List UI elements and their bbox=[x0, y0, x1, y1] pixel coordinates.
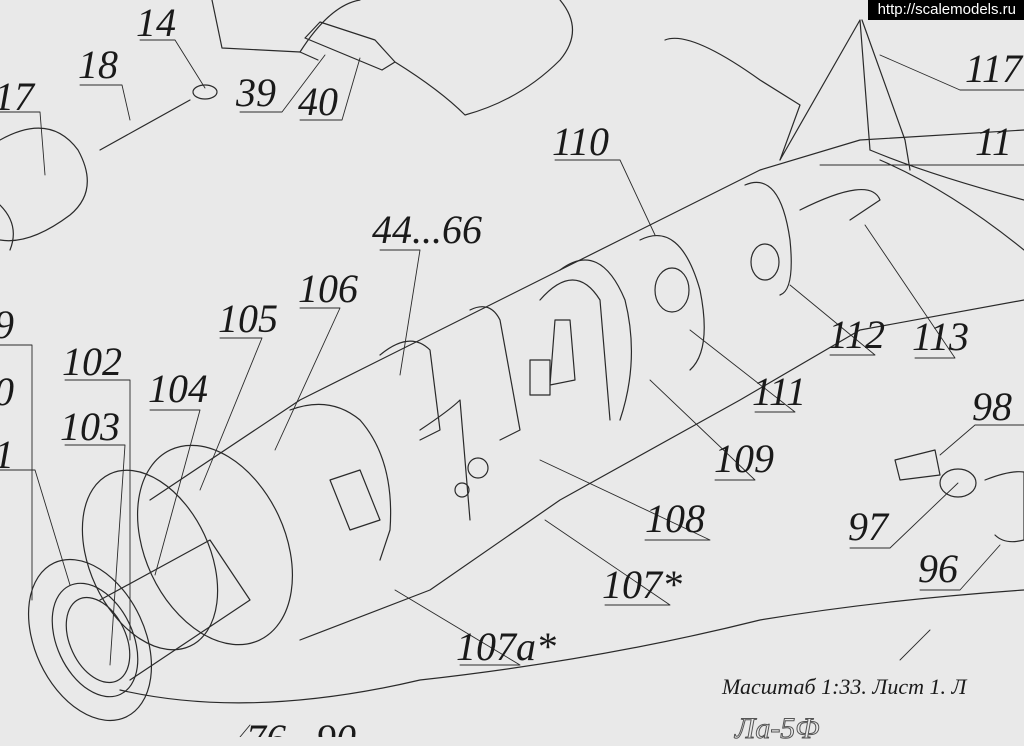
seat-outline bbox=[329, 469, 381, 531]
oxygen-bottle bbox=[529, 319, 576, 396]
part-98 bbox=[894, 449, 941, 481]
rod-18 bbox=[99, 99, 191, 151]
label-101: 1 bbox=[0, 432, 14, 477]
sheet-caption: Масштаб 1:33. Лист 1. Л bbox=[722, 674, 967, 699]
fuselage-belly bbox=[119, 589, 1024, 704]
fin-117-b bbox=[861, 19, 911, 171]
fan-ring-102 bbox=[81, 469, 219, 651]
label-112: 112 bbox=[828, 312, 885, 357]
label-105: 105 bbox=[218, 296, 278, 341]
frame-111 bbox=[744, 181, 792, 296]
ring-14 bbox=[192, 84, 218, 100]
label-110: 110 bbox=[552, 119, 609, 164]
cylinder-17 bbox=[0, 127, 88, 242]
control-wheel bbox=[467, 457, 489, 479]
leader-17 bbox=[0, 111, 46, 176]
frame-109 bbox=[559, 259, 633, 421]
fin-117 bbox=[779, 19, 871, 161]
cowl-inner-ring bbox=[51, 582, 139, 698]
leader-76-90 bbox=[239, 724, 251, 737]
label-98: 98 bbox=[972, 384, 1012, 429]
title-stamp: Ла-5Ф bbox=[734, 712, 820, 746]
leader-caption bbox=[899, 629, 931, 661]
fuselage-top bbox=[149, 129, 1024, 501]
leader-101 bbox=[0, 469, 71, 586]
leader-107a bbox=[394, 589, 521, 666]
label-40: 40 bbox=[298, 79, 338, 124]
label-107a: 107a* bbox=[456, 624, 556, 669]
frame-110 bbox=[639, 235, 705, 371]
part-39-outline bbox=[211, 0, 319, 61]
leader-98 bbox=[939, 424, 1024, 456]
label-111: 111 bbox=[752, 369, 806, 414]
leader-111 bbox=[689, 329, 796, 413]
label-103: 103 bbox=[60, 404, 120, 449]
leader-113 bbox=[864, 224, 956, 359]
label-18: 18 bbox=[78, 42, 118, 87]
frame-107 bbox=[419, 399, 471, 521]
leader-96 bbox=[919, 544, 1001, 591]
frame-108b bbox=[539, 279, 611, 421]
leader-40 bbox=[299, 57, 361, 121]
leader-107 bbox=[544, 519, 671, 606]
port-109 bbox=[654, 267, 690, 313]
part-96 bbox=[984, 471, 1024, 543]
leader-39 bbox=[239, 54, 326, 113]
frame-106 bbox=[289, 403, 392, 561]
leader-103 bbox=[64, 444, 126, 666]
leader-102 bbox=[64, 379, 131, 641]
cylinder-17-edge bbox=[0, 204, 14, 251]
leader-104 bbox=[149, 409, 201, 576]
leader-97 bbox=[849, 482, 959, 549]
label-99: 9 bbox=[0, 302, 14, 347]
control-wheel-2 bbox=[454, 482, 470, 498]
stabilizer-116 bbox=[869, 149, 1024, 251]
leader-112 bbox=[789, 284, 876, 356]
label-106: 106 bbox=[298, 266, 358, 311]
cowl-core bbox=[65, 596, 131, 684]
label-96: 96 bbox=[918, 546, 958, 591]
leader-105 bbox=[199, 337, 263, 491]
label-116: 11 bbox=[975, 119, 1012, 164]
leader-18 bbox=[79, 84, 131, 121]
cowl-front-ring bbox=[27, 558, 153, 722]
label-76-90: 76...90 bbox=[246, 716, 356, 737]
label-108: 108 bbox=[645, 496, 705, 541]
leader-108 bbox=[539, 459, 711, 541]
label-100: 0 bbox=[0, 369, 14, 414]
leader-44-66 bbox=[379, 249, 421, 376]
label-14: 14 bbox=[136, 0, 176, 45]
leader-109 bbox=[649, 379, 756, 481]
leader-99 bbox=[0, 344, 33, 601]
leader-110 bbox=[554, 159, 656, 236]
label-104: 104 bbox=[148, 366, 208, 411]
port-111 bbox=[750, 243, 780, 281]
bulkhead-104 bbox=[136, 444, 294, 646]
label-44-66: 44...66 bbox=[372, 207, 482, 252]
watermark-url[interactable]: http://scalemodels.ru bbox=[867, 0, 1024, 20]
label-117: 117 bbox=[965, 46, 1024, 91]
engine-barrel bbox=[99, 539, 251, 681]
leader-106 bbox=[274, 307, 341, 451]
leader-117 bbox=[879, 54, 1024, 91]
label-113: 113 bbox=[912, 314, 969, 359]
part-97 bbox=[939, 468, 977, 498]
tail-strut-113 bbox=[799, 189, 881, 221]
label-102: 102 bbox=[62, 339, 122, 384]
label-109: 109 bbox=[714, 436, 774, 481]
wing-root bbox=[664, 37, 801, 161]
label-97: 97 bbox=[848, 504, 890, 549]
cockpit-frame-44-66 bbox=[379, 340, 441, 441]
label-17: 17 bbox=[0, 74, 36, 119]
part-40-outline bbox=[299, 0, 573, 116]
label-39: 39 bbox=[235, 70, 276, 115]
label-107: 107* bbox=[602, 562, 682, 607]
frame-108 bbox=[469, 306, 521, 441]
leader-14 bbox=[139, 39, 206, 89]
